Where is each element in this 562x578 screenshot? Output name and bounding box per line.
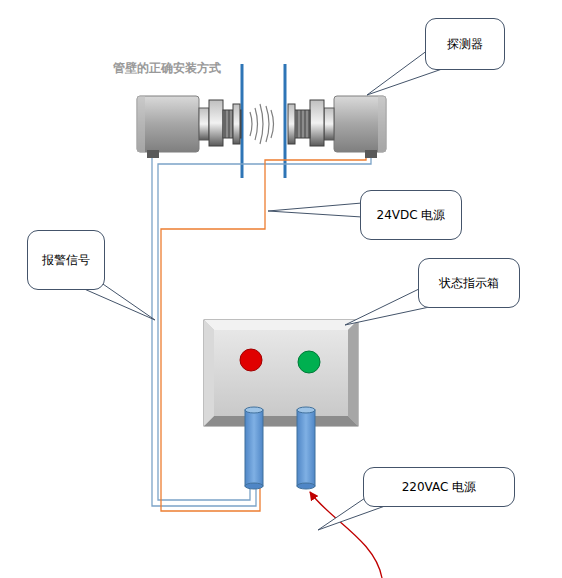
callout-text: 状态指示箱 <box>439 276 499 291</box>
alarm-wire <box>152 158 371 506</box>
cable-gland <box>245 407 315 489</box>
pipe-wall <box>242 64 285 178</box>
title-label: 管壁的正确安装方式 <box>113 60 221 77</box>
signal-waves <box>250 104 274 144</box>
callout-text: 报警信号 <box>42 253 90 268</box>
callout-text: 220VAC 电源 <box>402 480 477 495</box>
green-lamp <box>298 351 320 373</box>
power-wire <box>161 158 366 511</box>
callout-pointer <box>268 203 362 217</box>
detector <box>137 96 241 158</box>
red-lamp <box>240 349 262 371</box>
detector-callout: 探测器 <box>425 18 505 70</box>
status-box <box>204 320 358 426</box>
callout-text: 24VDC 电源 <box>377 208 446 223</box>
detector <box>288 96 386 158</box>
alarm-callout: 报警信号 <box>27 230 105 290</box>
status-box-callout: 状态指示箱 <box>418 258 520 308</box>
callout-text: 探测器 <box>447 37 483 52</box>
power-callout: 24VDC 电源 <box>360 190 462 240</box>
mains-callout: 220VAC 电源 <box>363 467 515 507</box>
